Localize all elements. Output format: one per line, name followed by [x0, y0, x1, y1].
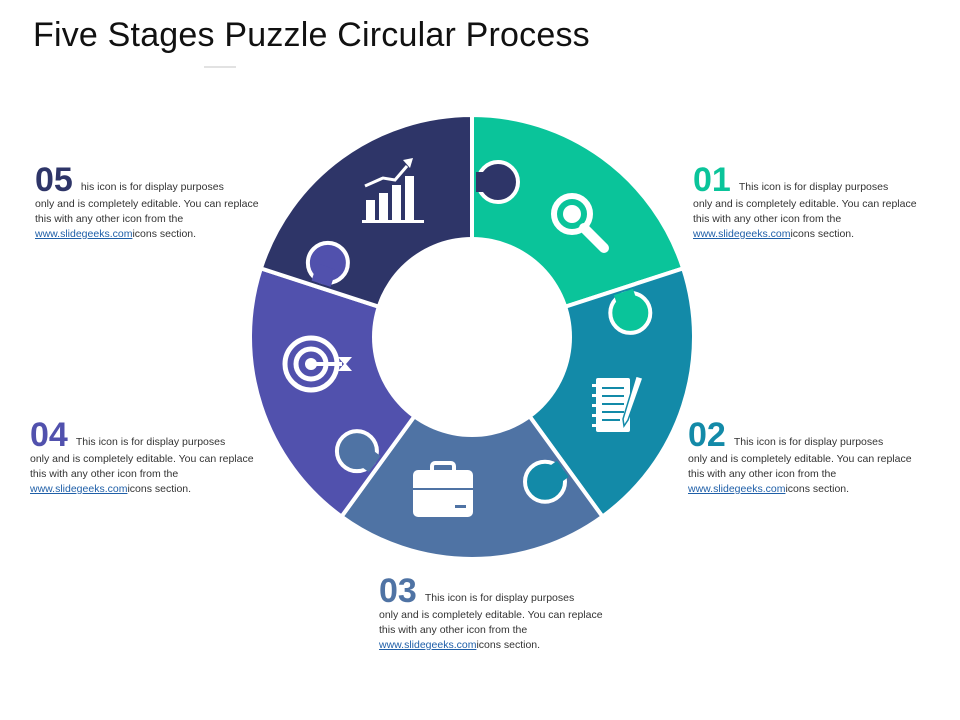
stage-number: 04	[30, 416, 68, 454]
growth-chart-icon	[362, 158, 424, 223]
ring-center-hole	[372, 237, 572, 437]
slidegeeks-link[interactable]: www.slidegeeks.com	[35, 228, 133, 240]
slidegeeks-link[interactable]: www.slidegeeks.com	[688, 483, 786, 495]
stage-lead: This icon is for display purposes	[733, 436, 884, 448]
slidegeeks-link[interactable]: www.slidegeeks.com	[379, 639, 477, 651]
stage-tail: icons section.	[132, 228, 197, 240]
stage-body: only and is completely editable. You can…	[35, 198, 259, 225]
target-icon	[282, 335, 352, 393]
slidegeeks-link[interactable]: www.slidegeeks.com	[693, 228, 791, 240]
stage-body: only and is completely editable. You can…	[30, 453, 254, 480]
stage-tail: icons section.	[790, 228, 855, 240]
stage-lead: This icon is for display purposes	[738, 181, 889, 193]
puzzle-knob-neck	[354, 445, 381, 473]
title-divider	[204, 66, 236, 68]
page-title: Five Stages Puzzle Circular Process	[33, 16, 590, 54]
stage-body: only and is completely editable. You can…	[693, 198, 917, 225]
puzzle-knob-neck	[476, 172, 494, 192]
magnifier-icon	[551, 193, 609, 253]
ring-segment-03	[338, 333, 606, 561]
stage-lead: his icon is for display purposes	[80, 181, 224, 193]
stage-body: only and is completely editable. You can…	[688, 453, 912, 480]
stage-tail: icons section.	[785, 483, 850, 495]
stage-number: 01	[693, 161, 731, 199]
stage-lead: This icon is for display purposes	[424, 592, 575, 604]
puzzle-knob-neck	[613, 288, 639, 313]
slidegeeks-link[interactable]: www.slidegeeks.com	[30, 483, 128, 495]
stage-lead: This icon is for display purposes	[75, 436, 226, 448]
stage-tail: icons section.	[476, 639, 541, 651]
stage-number: 05	[35, 161, 73, 199]
stage-tail: icons section.	[127, 483, 192, 495]
stage-number: 02	[688, 416, 726, 454]
stage-body: only and is completely editable. You can…	[379, 609, 603, 636]
stage-number: 03	[379, 572, 417, 610]
briefcase-icon	[413, 461, 473, 517]
puzzle-knob-neck	[311, 263, 337, 287]
stage-05-text: 05 his icon is for display purposes only …	[35, 163, 267, 242]
notepad-pen-icon	[592, 375, 644, 432]
puzzle-knob-neck	[542, 460, 569, 488]
